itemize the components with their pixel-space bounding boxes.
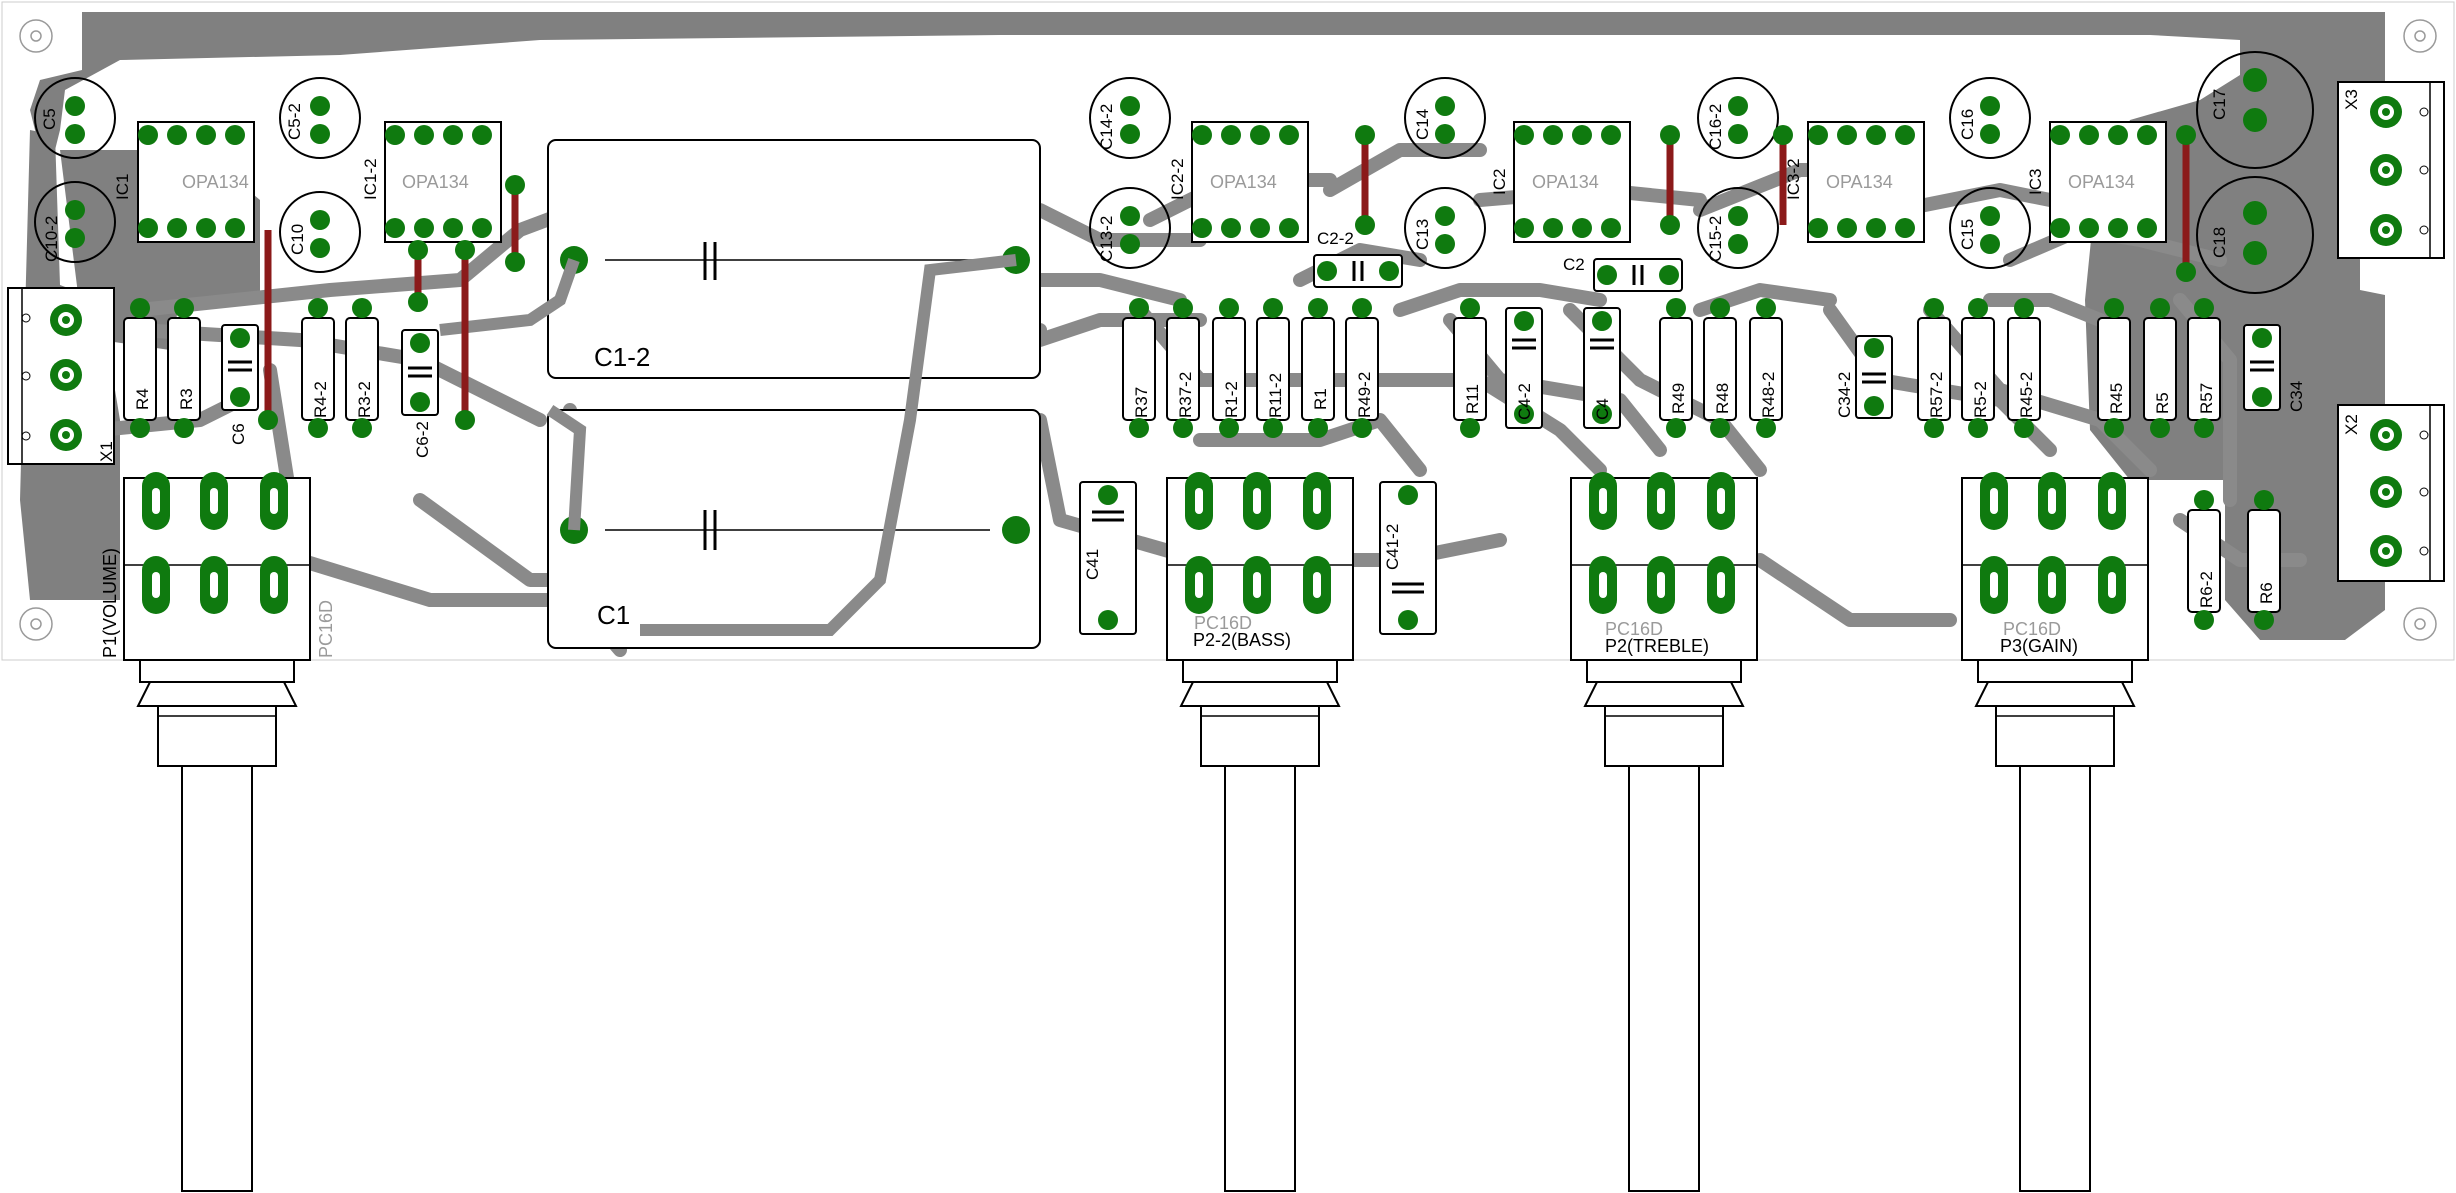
small-cap-pads	[230, 261, 2272, 630]
copper-track	[546, 405, 587, 531]
electrolytic-outlines	[34, 51, 2314, 294]
cap-label: C5	[40, 108, 59, 130]
cap-label: C15	[1958, 219, 1977, 250]
film-cap-c1-2: C1-2	[547, 139, 1041, 379]
cap-label: C16-2	[1706, 104, 1725, 150]
connector-x1: X1	[7, 287, 116, 465]
resistor-label: R1-2	[1222, 381, 1241, 418]
pot-label: P3(GAIN)	[2000, 636, 2078, 656]
resistor-label: R49-2	[1355, 372, 1374, 418]
ic-part-label: OPA134	[1532, 172, 1599, 192]
pot-label: P2-2(BASS)	[1193, 630, 1291, 650]
resistor-label: R37-2	[1176, 372, 1195, 418]
cap-label: C16	[1958, 109, 1977, 140]
electrolytic-pads	[65, 68, 2267, 265]
resistor-label: R4	[133, 388, 152, 410]
ic-ref: IC2	[1490, 169, 1509, 195]
ic-part-labels: OPA134 OPA134 OPA134 OPA134 OPA134 OPA13…	[182, 172, 2135, 192]
resistor-label: R37	[1132, 387, 1151, 418]
ic-ref-labels: IC1 IC1-2 IC2-2 IC2 IC3-2 IC3	[113, 158, 2045, 200]
pot-p2: PC16D P2(TREBLE)	[1570, 472, 1758, 1192]
small-cap-label: C6-2	[413, 421, 432, 458]
jumper-pads	[258, 125, 2196, 430]
small-cap-label: C2-2	[1317, 229, 1354, 248]
pot-p1: P1(VOLUME) PC16D	[100, 472, 336, 1192]
ic-part-label: OPA134	[402, 172, 469, 192]
ic-ref: IC3-2	[1784, 158, 1803, 200]
ic-ref: IC2-2	[1168, 158, 1187, 200]
connector-label: X2	[2342, 414, 2361, 435]
cap-label: C14	[1413, 109, 1432, 140]
pot-footprint: PC16D	[1194, 613, 1252, 633]
resistor-label: R57	[2197, 383, 2216, 414]
resistor-label: R11	[1463, 384, 1482, 414]
mount-holes	[19, 19, 2437, 641]
pot-label: P1(VOLUME)	[100, 548, 120, 658]
copper-track	[439, 258, 580, 336]
connector-label: X1	[97, 441, 116, 462]
resistor-label: R6	[2257, 582, 2276, 604]
small-cap-label: C4	[1593, 398, 1612, 420]
ic-part-label: OPA134	[2068, 172, 2135, 192]
small-cap-label: C34	[2287, 381, 2306, 412]
cap-label: C13-2	[1097, 216, 1116, 262]
cap-label: C10	[288, 224, 307, 255]
resistor-label: R1	[1311, 388, 1330, 410]
cap-label: C5-2	[285, 103, 304, 140]
pot-footprint: PC16D	[316, 600, 336, 658]
resistor-label: R45-2	[2017, 372, 2036, 418]
pot-p3: PC16D P3(GAIN)	[1961, 472, 2149, 1192]
cap-label: C14-2	[1097, 104, 1116, 150]
ic-ref: IC1	[113, 174, 132, 200]
copper-track	[640, 254, 1017, 636]
small-cap-label: C6	[229, 423, 248, 445]
resistor-label: R3	[177, 388, 196, 410]
pot-footprint: PC16D	[1605, 619, 1663, 639]
ic-part-label: OPA134	[1210, 172, 1277, 192]
small-cap-label: C41	[1083, 549, 1102, 580]
cap-label: C15-2	[1706, 216, 1725, 262]
resistor-label: R4-2	[311, 381, 330, 418]
ic-ref: IC1-2	[361, 158, 380, 200]
small-cap-label: C34-2	[1835, 372, 1854, 418]
resistor-labels: R4 R3 R4-2 R3-2 R37 R37-2 R1-2 R11-2 R1 …	[133, 372, 2276, 608]
cap-label: C13	[1413, 219, 1432, 250]
cap-label: C17	[2210, 89, 2229, 120]
resistor-bodies	[123, 317, 2281, 613]
resistor-pads	[130, 298, 2274, 630]
pot-footprint: PC16D	[2003, 619, 2061, 639]
connector-x3: X3	[2337, 81, 2445, 259]
cap-label: C18	[2210, 227, 2229, 258]
connector-label: X3	[2342, 89, 2361, 110]
resistor-label: R57-2	[1927, 372, 1946, 418]
resistor-label: R5	[2153, 392, 2172, 414]
ic-ref: IC3	[2026, 169, 2045, 195]
film-cap-c1: C1	[547, 409, 1041, 649]
small-cap-plates	[228, 261, 2274, 594]
film-cap-label: C1-2	[594, 342, 650, 372]
resistor-label: R6-2	[2197, 571, 2216, 608]
resistor-label: R49	[1669, 383, 1688, 414]
small-cap-label: C2	[1563, 255, 1585, 274]
cap-label: C10-2	[42, 216, 61, 262]
pot-label: P2(TREBLE)	[1605, 636, 1709, 656]
ic-part-label: OPA134	[1826, 172, 1893, 192]
pot-p2-2: PC16D P2-2(BASS)	[1166, 472, 1354, 1192]
resistor-label: R11-2	[1266, 373, 1285, 418]
connector-x2: X2	[2337, 404, 2445, 582]
film-cap-label: C1	[597, 600, 630, 630]
resistor-label: R48-2	[1759, 372, 1778, 418]
ic-part-label: OPA134	[182, 172, 249, 192]
resistor-label: R48	[1713, 383, 1732, 414]
small-cap-label: C4-2	[1515, 383, 1534, 420]
resistor-label: R3-2	[355, 381, 374, 418]
electrolytic-labels: C5 C5-2 C10-2 C10 C14-2 C13-2 C14 C13 C1…	[40, 89, 2229, 262]
small-cap-label: C41-2	[1383, 524, 1402, 570]
small-cap-labels: C6 C6-2 C2-2 C2 C4-2 C4 C41 C41-2 C34-2 …	[229, 229, 2306, 580]
resistor-label: R5-2	[1971, 381, 1990, 418]
resistor-label: R45	[2107, 383, 2126, 414]
ic-pads	[138, 125, 2157, 238]
